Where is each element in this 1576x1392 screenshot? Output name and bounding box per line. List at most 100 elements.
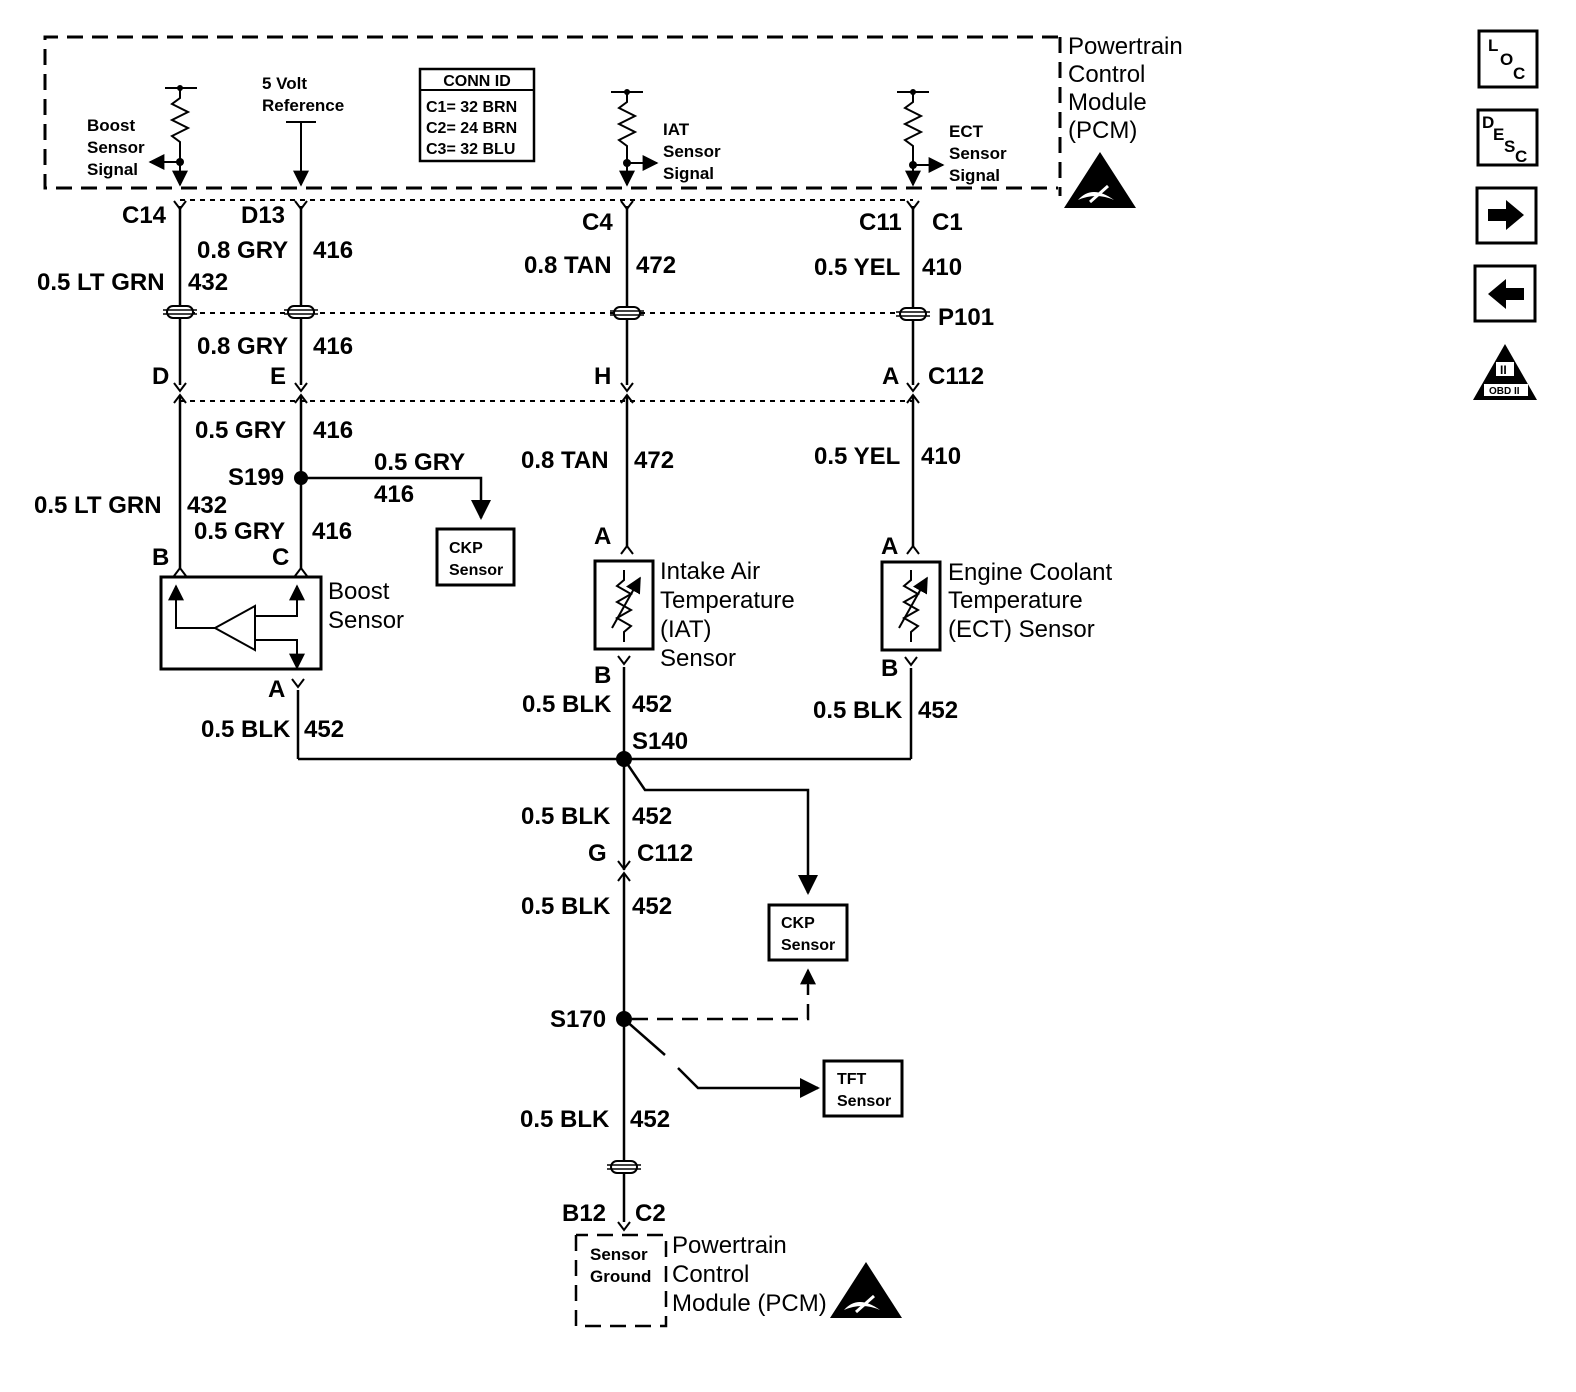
svg-text:Sensor: Sensor	[449, 562, 503, 579]
svg-text:CONN ID: CONN ID	[443, 73, 511, 90]
esd-warning-icon	[828, 1260, 904, 1320]
svg-text:416: 416	[312, 518, 352, 545]
svg-text:5 Volt: 5 Volt	[262, 74, 307, 93]
svg-text:472: 472	[636, 252, 676, 279]
svg-text:B12: B12	[562, 1200, 606, 1227]
svg-text:ECT: ECT	[949, 122, 984, 141]
svg-text:0.8 TAN: 0.8 TAN	[521, 447, 609, 474]
svg-text:416: 416	[313, 237, 353, 264]
svg-text:0.5 BLK: 0.5 BLK	[813, 697, 903, 724]
svg-text:A: A	[881, 533, 898, 560]
svg-text:C1= 32 BRN: C1= 32 BRN	[426, 99, 517, 116]
svg-text:A: A	[594, 523, 611, 550]
svg-text:Sensor: Sensor	[660, 645, 736, 672]
svg-text:A: A	[268, 676, 285, 703]
svg-text:G: G	[588, 840, 607, 867]
svg-text:0.5 LT GRN: 0.5 LT GRN	[34, 492, 162, 519]
svg-text:Sensor: Sensor	[781, 937, 835, 954]
svg-text:Powertrain: Powertrain	[1068, 33, 1183, 60]
svg-text:C4: C4	[582, 209, 613, 236]
svg-text:0.5 GRY: 0.5 GRY	[374, 449, 465, 476]
svg-text:Sensor: Sensor	[837, 1093, 891, 1110]
svg-text:S140: S140	[632, 728, 688, 755]
svg-text:452: 452	[632, 691, 672, 718]
svg-text:416: 416	[374, 481, 414, 508]
obd-ii-icon[interactable]: II OBD II	[1473, 344, 1537, 400]
svg-text:C: C	[272, 544, 289, 571]
svg-text:Module: Module	[1068, 89, 1147, 116]
svg-text:CKP: CKP	[449, 540, 483, 557]
svg-text:Boost: Boost	[328, 578, 390, 605]
pcm-top-title: Powertrain Control Module (PCM)	[1068, 33, 1183, 144]
svg-text:Control: Control	[672, 1261, 749, 1288]
wire-labels-mid: 0.5 GRY 416 0.8 TAN 472 0.5 YEL 410 0.5 …	[34, 417, 961, 545]
svg-text:0.5 LT GRN: 0.5 LT GRN	[37, 269, 165, 296]
svg-text:0.5 BLK: 0.5 BLK	[201, 716, 291, 743]
svg-text:Reference: Reference	[262, 96, 344, 115]
pcm-bottom: B12 C2 Sensor Ground Powertrain Control …	[562, 1200, 904, 1328]
prev-page-button[interactable]	[1473, 264, 1537, 323]
svg-text:452: 452	[918, 697, 958, 724]
svg-text:Ground: Ground	[590, 1267, 651, 1286]
left-arrow-icon	[1488, 279, 1524, 309]
svg-text:D13: D13	[241, 202, 285, 229]
pcm-boost-circuit: Boost Sensor Signal	[87, 85, 197, 187]
svg-text:Sensor: Sensor	[328, 607, 404, 634]
svg-text:Engine Coolant: Engine Coolant	[948, 559, 1112, 586]
svg-text:C3= 32 BLU: C3= 32 BLU	[426, 141, 515, 158]
svg-text:0.5 YEL: 0.5 YEL	[814, 443, 900, 470]
svg-text:0.8 TAN: 0.8 TAN	[524, 252, 612, 279]
boost-sensor: B C Boost Sensor A	[152, 544, 404, 703]
svg-text:O: O	[1500, 50, 1513, 69]
svg-text:B: B	[152, 544, 169, 571]
tft-sensor-box: TFT Sensor	[822, 1059, 904, 1118]
svg-text:L: L	[1488, 36, 1498, 55]
svg-text:IAT: IAT	[663, 120, 690, 139]
splice-s199: S199	[228, 464, 491, 520]
desc-button[interactable]: D E S C	[1476, 108, 1539, 167]
pcm-ect-circuit: ECT Sensor Signal	[897, 89, 1007, 187]
c112-connector: D E H A C112	[152, 363, 984, 404]
svg-text:(IAT): (IAT)	[660, 616, 712, 643]
svg-text:Boost: Boost	[87, 116, 136, 135]
pcm-5v-reference: 5 Volt Reference	[262, 74, 344, 187]
svg-text:410: 410	[922, 254, 962, 281]
svg-text:(PCM): (PCM)	[1068, 117, 1137, 144]
svg-text:S170: S170	[550, 1006, 606, 1033]
ckp-sensor-box-2: CKP Sensor	[767, 903, 849, 962]
pcm-top-pins: C14 D13 C4 C11 C1	[122, 202, 963, 236]
svg-text:H: H	[594, 363, 611, 390]
svg-text:Control: Control	[1068, 61, 1145, 88]
svg-text:0.8 GRY: 0.8 GRY	[197, 237, 288, 264]
esd-warning-icon	[1062, 150, 1138, 210]
pcm-iat-circuit: IAT Sensor Signal	[611, 89, 721, 187]
svg-text:Signal: Signal	[949, 166, 1000, 185]
svg-text:452: 452	[304, 716, 344, 743]
next-page-button[interactable]	[1475, 186, 1538, 245]
svg-text:Sensor: Sensor	[663, 142, 721, 161]
wire-labels-upper: 0.8 GRY 416 0.5 LT GRN 432 0.8 TAN 472 0…	[37, 237, 962, 360]
svg-text:0.5 BLK: 0.5 BLK	[521, 893, 611, 920]
svg-text:Signal: Signal	[663, 164, 714, 183]
right-arrow-icon	[1488, 200, 1524, 230]
svg-text:C112: C112	[637, 840, 693, 867]
svg-text:0.5 GRY: 0.5 GRY	[195, 417, 286, 444]
loc-button[interactable]: L O C	[1477, 29, 1539, 89]
svg-text:(ECT) Sensor: (ECT) Sensor	[948, 616, 1095, 643]
svg-text:416: 416	[313, 417, 353, 444]
svg-text:0.5 BLK: 0.5 BLK	[521, 803, 611, 830]
svg-text:C: C	[1513, 64, 1525, 83]
ect-sensor: A Engine Coolant Temperature (ECT) Senso…	[880, 533, 1112, 682]
svg-text:410: 410	[921, 443, 961, 470]
svg-text:E: E	[270, 363, 286, 390]
svg-text:0.5 GRY: 0.5 GRY	[194, 518, 285, 545]
svg-text:C2: C2	[635, 1200, 666, 1227]
svg-text:452: 452	[632, 893, 672, 920]
svg-text:Sensor: Sensor	[949, 144, 1007, 163]
svg-text:Temperature: Temperature	[660, 587, 795, 614]
svg-text:C2= 24 BRN: C2= 24 BRN	[426, 120, 517, 137]
svg-text:Sensor: Sensor	[590, 1245, 648, 1264]
iat-sensor: A Intake Air Temperature (IAT) Sensor B	[593, 523, 795, 689]
svg-text:432: 432	[188, 269, 228, 296]
